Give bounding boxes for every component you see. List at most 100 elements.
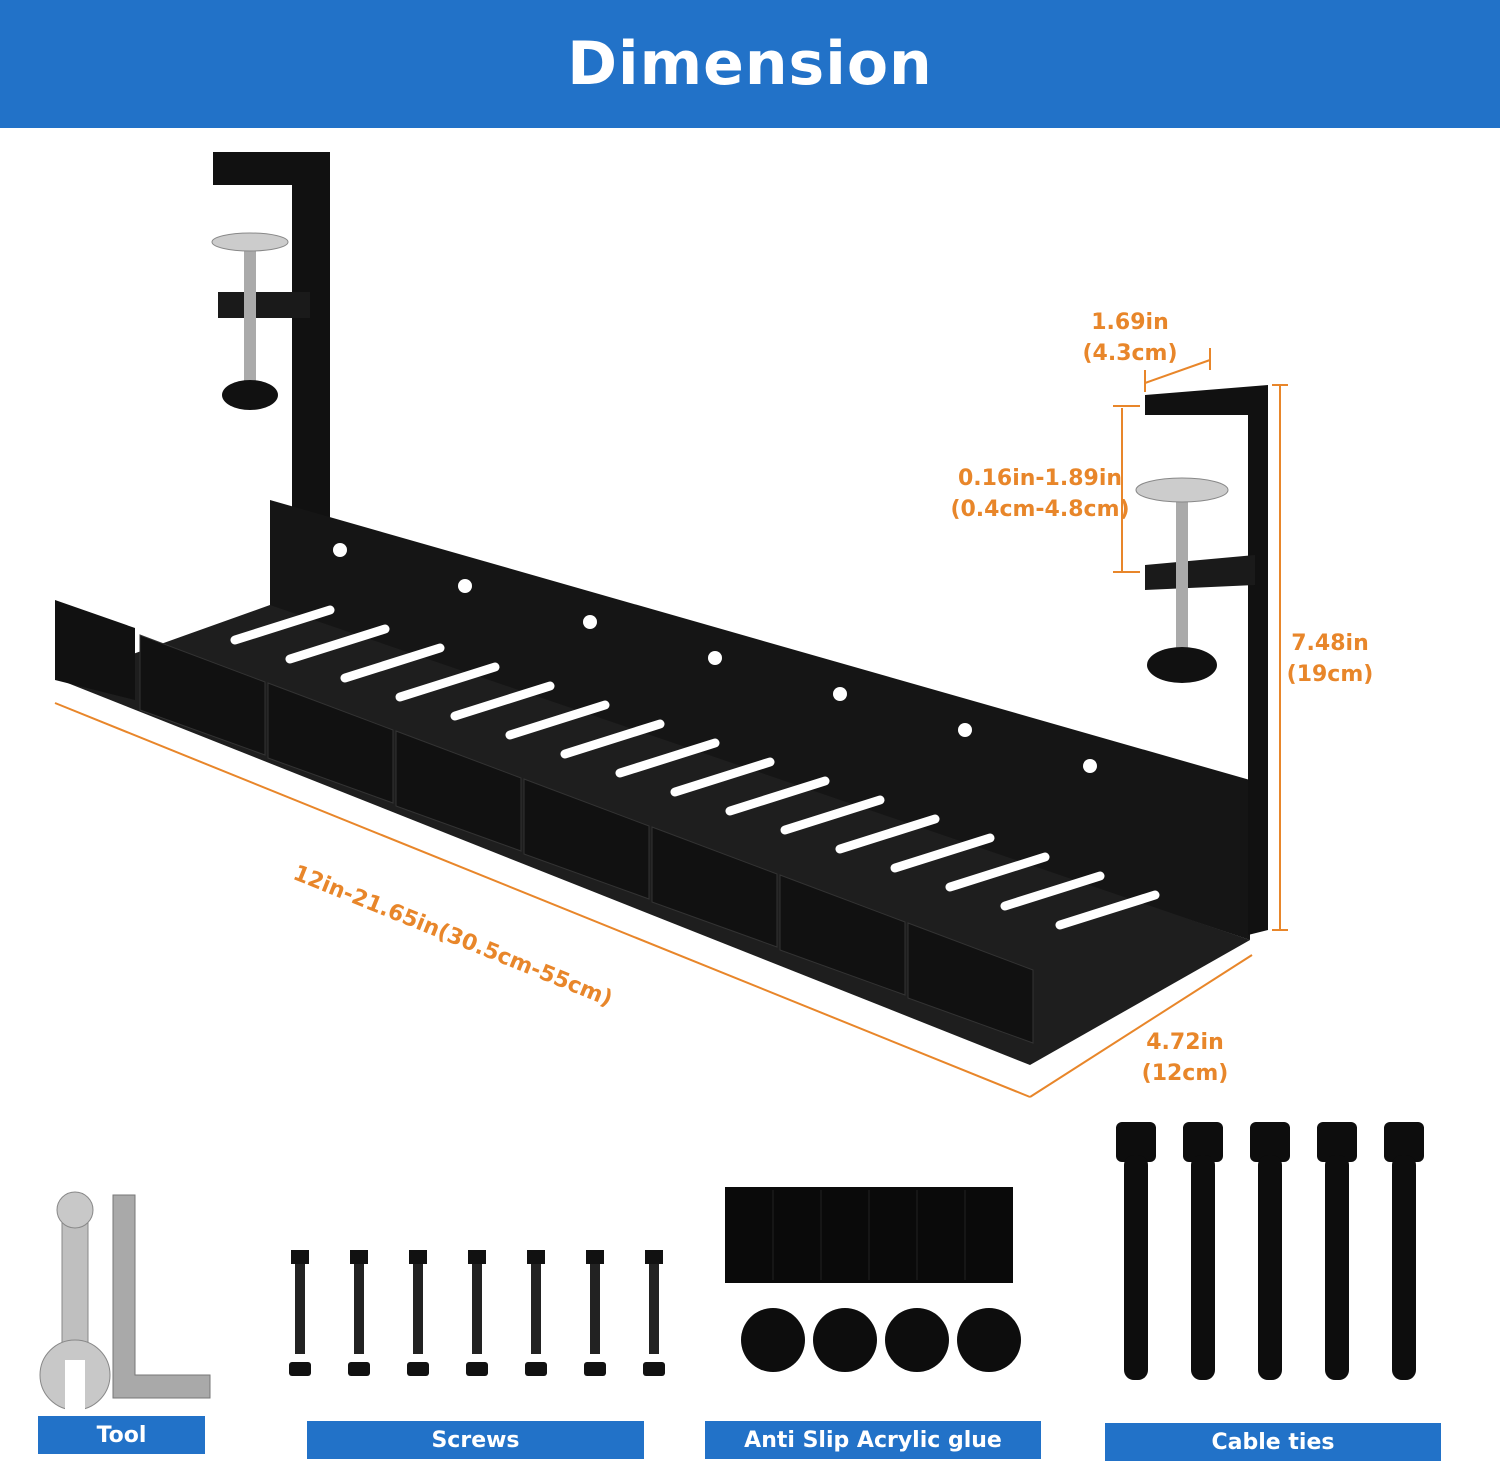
screw-nut — [289, 1362, 311, 1376]
cable-tie-head — [1250, 1122, 1290, 1162]
screw-nut — [348, 1362, 370, 1376]
floor-slot — [230, 605, 335, 645]
floor-slot — [670, 757, 775, 797]
hook-width-cm: (4.3cm) — [1082, 341, 1178, 366]
front-wall-segments — [139, 543, 1097, 1044]
anti-slip-pad — [813, 1308, 877, 1372]
left-clamp-knob — [222, 380, 278, 410]
front-wall-segment — [779, 874, 906, 996]
title-banner: Dimension — [0, 0, 1500, 128]
left-clamp-screw — [244, 245, 256, 385]
dimension-lines — [54, 348, 1288, 1098]
screw-nut — [466, 1362, 488, 1376]
right-clamp-knob — [1147, 647, 1217, 683]
floor-slot — [1000, 871, 1105, 911]
screw-shaft — [413, 1264, 423, 1354]
hex-key-icon — [112, 1194, 211, 1399]
screw-nut — [643, 1362, 665, 1376]
clamp-range-cm: (0.4cm-4.8cm) — [950, 497, 1130, 522]
cable-notch — [583, 615, 597, 629]
cable-notch — [333, 543, 347, 557]
anti-slip-pad — [741, 1308, 805, 1372]
cable-tie-head — [1317, 1122, 1357, 1162]
anti-slip-pad — [957, 1308, 1021, 1372]
cable-tie-head — [1116, 1122, 1156, 1162]
cable-tray — [55, 152, 1268, 1065]
cable-notch — [833, 687, 847, 701]
cable-tie-strap — [1258, 1155, 1282, 1380]
screw-head — [645, 1250, 663, 1264]
cable-tie-head — [1384, 1122, 1424, 1162]
right-clamp-jaw — [1145, 555, 1255, 590]
cable-ties-label: Cable ties — [1105, 1423, 1441, 1461]
clamp-range-in: 0.16in-1.89in — [957, 466, 1123, 491]
velcro-pad-sheet — [725, 1187, 1013, 1283]
screw-head — [409, 1250, 427, 1264]
depth-label: 4.72in (12cm) — [1135, 1027, 1235, 1089]
hook-width-in: 1.69in — [1091, 310, 1169, 335]
cable-tie-strap — [1392, 1155, 1416, 1380]
cable-tie-strap — [1124, 1155, 1148, 1380]
floor-slots — [230, 605, 1160, 930]
right-clamp-arm — [1145, 385, 1268, 935]
screw-shaft — [472, 1264, 482, 1354]
cable-tie-head — [1183, 1122, 1223, 1162]
height-label: 7.48in (19cm) — [1280, 628, 1380, 690]
screw-shaft — [590, 1264, 600, 1354]
back-wall — [270, 500, 1250, 940]
front-wall-segment — [267, 682, 394, 804]
screws-label: Screws — [307, 1421, 644, 1459]
floor-slot — [505, 700, 610, 740]
floor-slot — [890, 833, 995, 873]
page-title: Dimension — [567, 29, 933, 99]
screw-head — [291, 1250, 309, 1264]
right-clamp-washer — [1135, 477, 1229, 503]
cable-tie-strap — [1325, 1155, 1349, 1380]
screw-head — [586, 1250, 604, 1264]
floor-slot — [780, 795, 885, 835]
floor-slot — [725, 776, 830, 816]
floor-slot — [945, 852, 1050, 892]
screw-shaft — [354, 1264, 364, 1354]
screw-nut — [525, 1362, 547, 1376]
depth-in: 4.72in — [1146, 1030, 1224, 1055]
screw-head — [468, 1250, 486, 1264]
depth-line — [1029, 954, 1253, 1098]
cable-tie-strap — [1191, 1155, 1215, 1380]
floor-slot — [340, 643, 445, 683]
front-wall-segment — [651, 826, 778, 948]
cable-notch — [458, 579, 472, 593]
left-clamp-jaw — [218, 292, 310, 318]
cable-notch — [958, 723, 972, 737]
accessories — [39, 1122, 1424, 1415]
floor-slot — [285, 624, 390, 664]
left-clamp-arm — [213, 152, 330, 520]
floor-slot — [615, 738, 720, 778]
wrench-icon — [39, 1191, 111, 1415]
front-wall-segment — [395, 730, 522, 852]
screw-head — [350, 1250, 368, 1264]
screw-head — [527, 1250, 545, 1264]
hook-width-line — [1144, 359, 1211, 384]
floor-slot — [450, 681, 555, 721]
floor-slot — [1055, 890, 1160, 930]
hook-width-label: 1.69in (4.3cm) — [1055, 307, 1205, 369]
front-wall-segment — [523, 778, 650, 900]
screw-shaft — [295, 1264, 305, 1354]
anti-slip-pads — [741, 1308, 1021, 1372]
screw-nut — [584, 1362, 606, 1376]
screw-nut — [407, 1362, 429, 1376]
floor-slot — [560, 719, 665, 759]
floor-slot — [395, 662, 500, 702]
screw-shaft — [649, 1264, 659, 1354]
right-clamp-screw — [1176, 495, 1188, 655]
floor-slot — [835, 814, 940, 854]
tool-label: Tool — [38, 1416, 205, 1454]
cable-notch — [708, 651, 722, 665]
length-line — [54, 702, 1031, 1098]
anti-slip-pad — [885, 1308, 949, 1372]
clamp-range-label: 0.16in-1.89in (0.4cm-4.8cm) — [935, 463, 1145, 525]
anti-slip-label: Anti Slip Acrylic glue — [705, 1421, 1041, 1459]
left-clamp-washer — [211, 232, 289, 252]
